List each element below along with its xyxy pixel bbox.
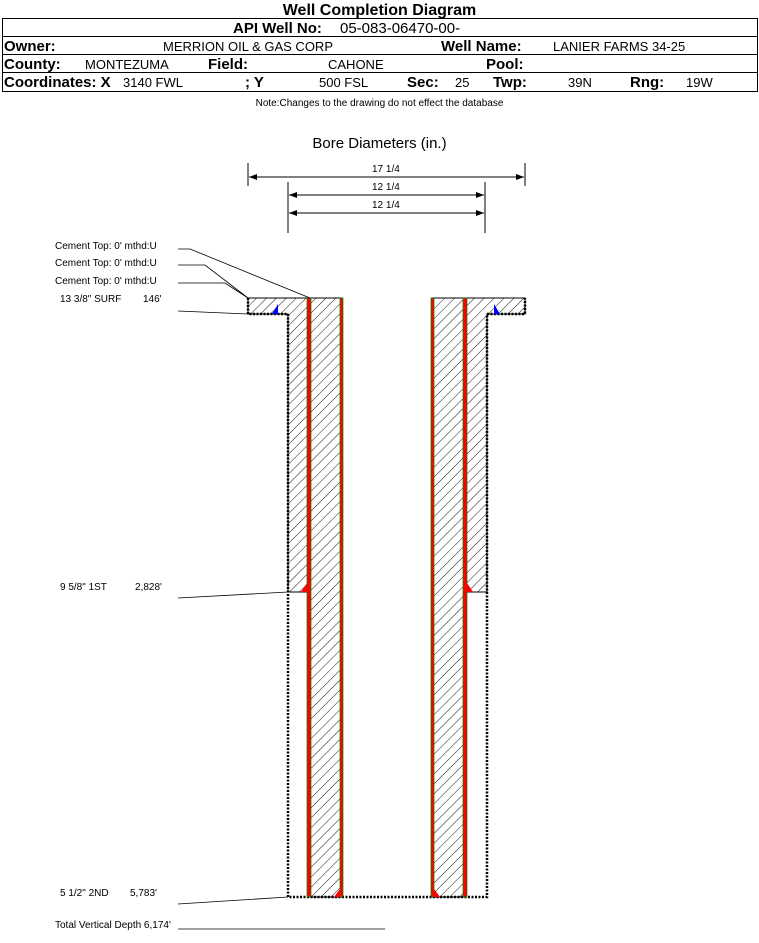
- first-casing-label: 9 5/8" 1ST: [60, 582, 107, 593]
- well-name-value: LANIER FARMS 34-25: [553, 39, 686, 54]
- note: Note:Changes to the drawing do not effec…: [255, 98, 504, 109]
- coord-row: Coordinates: X 3140 FWL ; Y 500 FSL Sec:…: [2, 72, 758, 92]
- surf-casing-label: 13 3/8" SURF: [60, 294, 122, 305]
- cement-regions: [247, 297, 526, 898]
- total-depth-label: Total Vertical Depth 6,174': [55, 920, 171, 931]
- api-label: API Well No:: [233, 20, 322, 37]
- cement-top-label-1: Cement Top: 0' mthd:U: [55, 241, 157, 252]
- x-value: 3140 FWL: [123, 75, 183, 90]
- county-value: MONTEZUMA: [85, 57, 169, 72]
- second-casing-label: 5 1/2" 2ND: [60, 888, 109, 899]
- coord-label: Coordinates: X: [4, 74, 111, 91]
- well-name-label: Well Name:: [441, 38, 522, 55]
- leader-lines: [177, 248, 385, 930]
- bore-dimension-lines: [247, 163, 526, 233]
- cement-top-label-3: Cement Top: 0' mthd:U: [55, 276, 157, 287]
- cement-top-label-2: Cement Top: 0' mthd:U: [55, 258, 157, 269]
- bore-title: Bore Diameters (in.): [312, 135, 447, 152]
- bore-d2: 12 1/4: [372, 182, 400, 193]
- bore-d3: 12 1/4: [372, 200, 400, 211]
- sec-value: 25: [455, 75, 470, 90]
- bore-wall: [246, 298, 527, 899]
- first-casing-depth: 2,828': [135, 582, 162, 593]
- casing-strings: [306, 297, 468, 898]
- bore-d1: 17 1/4: [372, 164, 400, 175]
- y-label: ; Y: [245, 74, 264, 91]
- y-value: 500 FSL: [319, 75, 369, 90]
- county-row: County: MONTEZUMA Field: CAHONE Pool:: [2, 54, 758, 73]
- cement-top-markers: [272, 304, 500, 314]
- county-label: County:: [4, 56, 61, 73]
- casing-shoes: [301, 583, 473, 897]
- api-value: 05-083-06470-00-: [340, 20, 461, 37]
- rng-label: Rng:: [630, 74, 665, 91]
- owner-label: Owner:: [4, 38, 56, 55]
- diagram-title: Well Completion Diagram: [282, 2, 477, 19]
- sec-label: Sec:: [407, 74, 439, 91]
- owner-row: Owner: MERRION OIL & GAS CORP Well Name:…: [2, 36, 758, 55]
- surf-casing-depth: 146': [143, 294, 162, 305]
- rng-value: 19W: [686, 75, 713, 90]
- field-label: Field:: [208, 56, 248, 73]
- field-value: CAHONE: [328, 57, 384, 72]
- second-casing-depth: 5,783': [130, 888, 157, 899]
- owner-value: MERRION OIL & GAS CORP: [163, 39, 333, 54]
- pool-label: Pool:: [486, 56, 524, 73]
- twp-value: 39N: [568, 75, 592, 90]
- twp-label: Twp:: [493, 74, 527, 91]
- api-row: API Well No: 05-083-06470-00-: [2, 18, 758, 37]
